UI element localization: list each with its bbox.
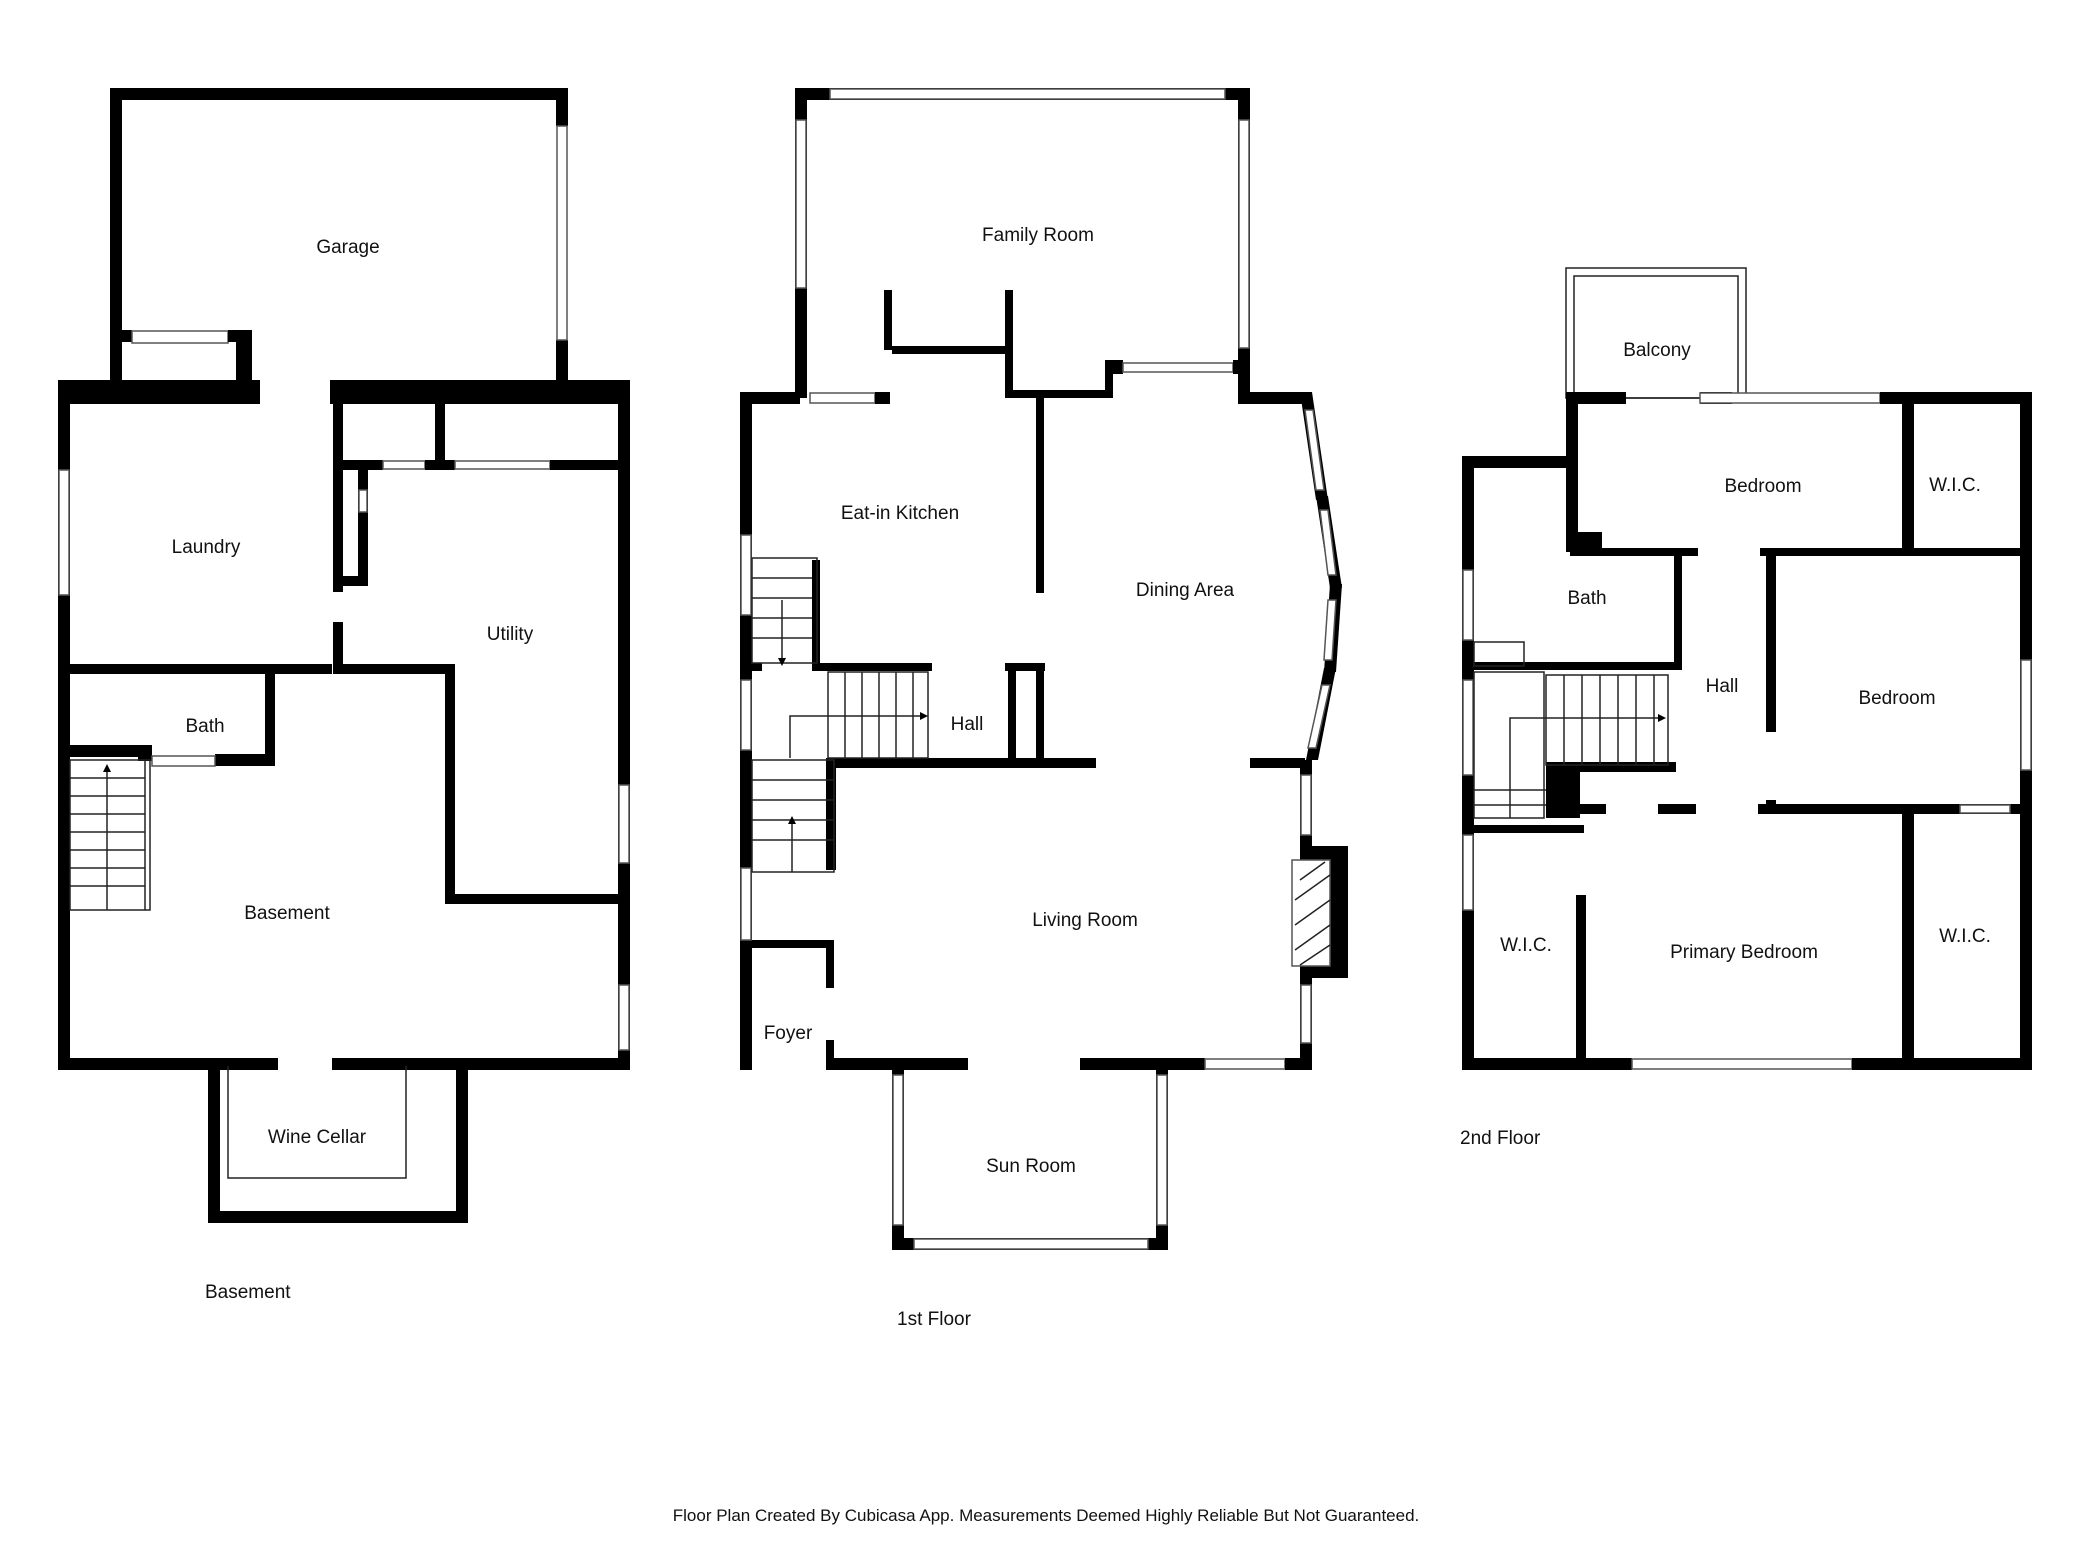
room-labels: Garage Laundry Utility Bath Basement Win… <box>172 225 1991 1177</box>
room-label-wic-north: W.I.C. <box>1929 475 1981 496</box>
room-label-utility: Utility <box>487 624 534 645</box>
room-label-basement: Basement <box>244 903 330 924</box>
disclaimer-text: Floor Plan Created By Cubicasa App. Meas… <box>673 1506 1420 1525</box>
room-label-wic-east: W.I.C. <box>1939 926 1991 947</box>
room-label-laundry: Laundry <box>172 537 241 558</box>
room-label-bedroom-east: Bedroom <box>1858 688 1935 709</box>
room-label-second-floor-hall: Hall <box>1706 676 1739 697</box>
room-label-garage: Garage <box>316 237 379 258</box>
second-floor-plan <box>1462 267 2032 1070</box>
room-label-first-floor-hall: Hall <box>951 714 984 735</box>
room-label-eat-in-kitchen: Eat-in Kitchen <box>841 503 959 524</box>
room-label-wine-cellar: Wine Cellar <box>268 1127 367 1148</box>
room-label-bedroom-north: Bedroom <box>1724 476 1801 497</box>
floor-label-basement: Basement <box>205 1282 291 1303</box>
room-label-balcony: Balcony <box>1623 340 1691 361</box>
first-floor-plan <box>740 88 1348 1250</box>
floor-label-second-floor: 2nd Floor <box>1460 1128 1541 1149</box>
room-label-primary-bedroom: Primary Bedroom <box>1670 942 1818 963</box>
room-label-dining-area: Dining Area <box>1136 580 1235 601</box>
room-label-foyer: Foyer <box>764 1023 813 1044</box>
room-label-basement-bath: Bath <box>185 716 224 737</box>
room-label-family-room: Family Room <box>982 225 1094 246</box>
floor-labels: Basement 1st Floor 2nd Floor <box>205 1128 1541 1330</box>
room-label-second-floor-bath: Bath <box>1567 588 1606 609</box>
room-label-sun-room: Sun Room <box>986 1156 1076 1177</box>
basement-plan <box>58 88 630 1223</box>
room-label-wic-west: W.I.C. <box>1500 935 1552 956</box>
floor-label-first-floor: 1st Floor <box>897 1309 972 1330</box>
room-label-living-room: Living Room <box>1032 910 1138 931</box>
